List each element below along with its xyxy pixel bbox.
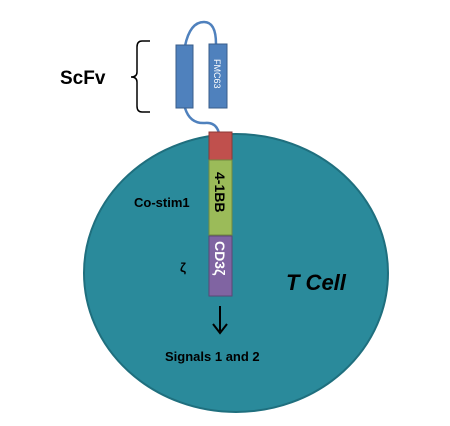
4-1bb-label: 4-1BB xyxy=(212,172,228,212)
signal-arrow-head xyxy=(212,323,228,335)
scfv-domain-left xyxy=(175,44,194,109)
scfv-bracket xyxy=(130,40,150,113)
zeta-label: ζ xyxy=(180,260,186,275)
t-cell-body xyxy=(83,133,389,413)
costim-label: Co-stim1 xyxy=(134,195,190,210)
scfv-hinge xyxy=(183,107,221,134)
transmembrane-domain xyxy=(208,131,233,161)
scfv-linker xyxy=(183,20,218,47)
signals-label: Signals 1 and 2 xyxy=(165,349,260,364)
scfv-label: ScFv xyxy=(60,68,106,89)
t-cell-label: T Cell xyxy=(286,270,347,295)
cd3z-domain xyxy=(208,235,233,297)
scfv-domain-right xyxy=(208,43,228,109)
4-1bb-domain xyxy=(208,159,233,236)
cd3z-label: CD3ζ xyxy=(212,241,228,276)
fmc63-label: FMC63 xyxy=(212,59,222,89)
